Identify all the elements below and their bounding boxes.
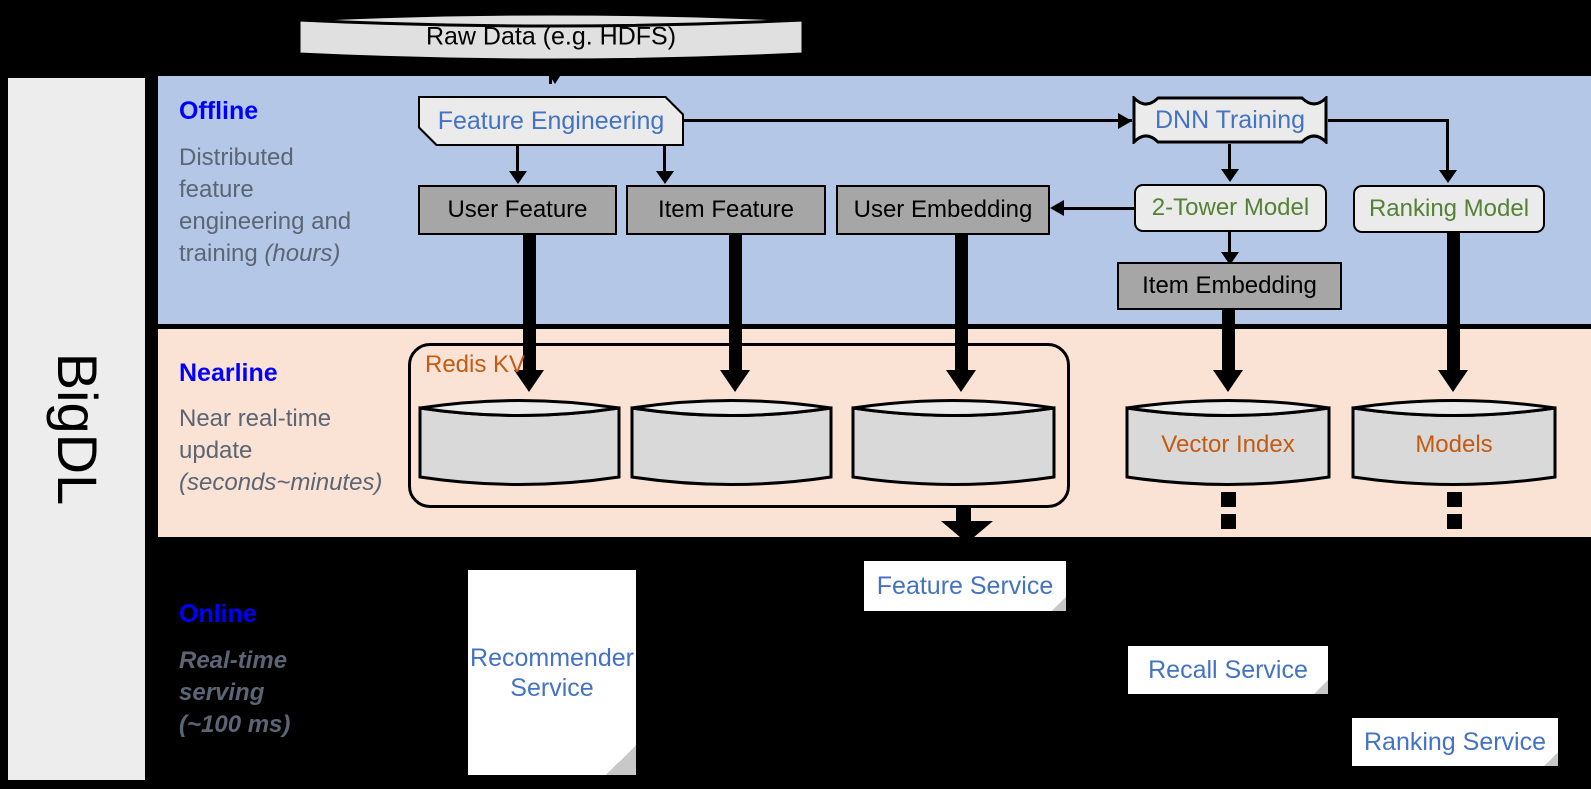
recall-service-label: Recall Service xyxy=(1148,656,1308,684)
dash-models-2 xyxy=(1447,514,1462,529)
feature-engineering-label: Feature Engineering xyxy=(437,106,665,135)
node-feature-engineering[interactable]: Feature Engineering xyxy=(418,96,684,146)
redis-cylinder-user-embedding xyxy=(850,390,1057,495)
raw-data-cylinder: Raw Data (e.g. HDFS) xyxy=(296,6,806,68)
vector-index-cylinder[interactable]: Vector Index xyxy=(1124,390,1332,495)
page-fold-icon xyxy=(1052,597,1066,611)
two-tower-model-label: 2-Tower Model xyxy=(1151,194,1310,222)
arrowhead-fe-to-userfeature xyxy=(509,171,527,184)
arrowhead-dnn-to-ranking xyxy=(1439,170,1457,183)
ranking-service-label: Ranking Service xyxy=(1363,728,1547,756)
stage-title-nearline: Nearline xyxy=(179,359,278,387)
redis-cylinder-item-feature xyxy=(629,390,834,495)
node-item-embedding[interactable]: Item Embedding xyxy=(1117,262,1342,310)
models-label: Models xyxy=(1415,430,1493,458)
arrowhead-twotower-to-itememb xyxy=(1221,252,1239,265)
arrowhead-userfeature-to-redis xyxy=(514,370,544,392)
arrowhead-userembedding-to-redis xyxy=(946,370,976,392)
node-user-embedding[interactable]: User Embedding xyxy=(836,185,1050,235)
conn-dnn-to-ranking-v xyxy=(1446,119,1449,177)
node-2-tower-model[interactable]: 2-Tower Model xyxy=(1134,184,1327,232)
node-item-feature[interactable]: Item Feature xyxy=(626,185,826,235)
page-fold-icon xyxy=(606,745,636,775)
user-embedding-label: User Embedding xyxy=(853,196,1033,224)
card-recall-service[interactable]: Recall Service xyxy=(1128,646,1328,694)
arrowhead-rankingmodel-to-models xyxy=(1438,370,1468,392)
page-fold-icon xyxy=(1544,752,1558,766)
redis-kv-label: Redis KV xyxy=(425,351,526,378)
raw-data-label: Raw Data (e.g. HDFS) xyxy=(425,22,677,51)
conn-fe-to-dnn xyxy=(684,119,1132,122)
conn-fe-to-userfeature xyxy=(516,146,519,178)
dnn-training-label: DNN Training xyxy=(1154,105,1306,134)
vector-index-label: Vector Index xyxy=(1161,430,1295,458)
arrowhead-redis-to-featureservice xyxy=(941,521,993,543)
node-ranking-model[interactable]: Ranking Model xyxy=(1353,185,1545,233)
stage-title-offline: Offline xyxy=(179,97,259,125)
dash-vectorindex-2 xyxy=(1221,514,1236,529)
stage-title-online: Online xyxy=(179,600,257,628)
ranking-model-label: Ranking Model xyxy=(1368,195,1530,223)
arrowhead-fe-to-dnn xyxy=(1118,113,1132,129)
item-embedding-label: Item Embedding xyxy=(1142,272,1317,300)
models-cylinder[interactable]: Models xyxy=(1350,390,1558,495)
pipe-rankingmodel-to-models xyxy=(1447,232,1460,380)
arrowhead-fe-to-itemfeature xyxy=(656,171,674,184)
card-feature-service[interactable]: Feature Service xyxy=(864,561,1066,611)
bigdl-sidebar: BigDL xyxy=(8,78,145,780)
conn-dnn-to-ranking-h xyxy=(1328,119,1449,122)
dash-vectorindex-1 xyxy=(1221,492,1236,507)
node-dnn-training[interactable]: DNN Training xyxy=(1132,96,1328,144)
pipe-itememb-to-vectorindex xyxy=(1222,310,1235,380)
arrowhead-twotower-to-userembedding xyxy=(1050,200,1064,216)
arrowhead-itemfeature-to-redis xyxy=(720,370,750,392)
card-ranking-service[interactable]: Ranking Service xyxy=(1352,718,1558,766)
conn-fe-to-itemfeature xyxy=(663,146,666,178)
arrowhead-itememb-to-vectorindex xyxy=(1213,370,1243,392)
redis-cylinder-user-feature xyxy=(417,390,622,495)
node-user-feature[interactable]: User Feature xyxy=(418,185,617,235)
bigdl-label: BigDL xyxy=(45,352,109,506)
feature-service-label: Feature Service xyxy=(876,572,1054,600)
page-fold-icon xyxy=(1314,680,1328,694)
arrowhead-raw-to-fe xyxy=(541,62,569,84)
arrowhead-dnn-to-twotower xyxy=(1221,169,1239,182)
item-feature-label: Item Feature xyxy=(657,196,795,224)
conn-twotower-to-itememb xyxy=(1228,232,1231,262)
dash-models-1 xyxy=(1447,492,1462,507)
user-feature-label: User Feature xyxy=(447,196,588,224)
conn-dnn-to-twotower xyxy=(1228,144,1231,176)
redis-kv-container xyxy=(408,343,1070,508)
conn-twotower-to-userembedding xyxy=(1064,207,1134,210)
